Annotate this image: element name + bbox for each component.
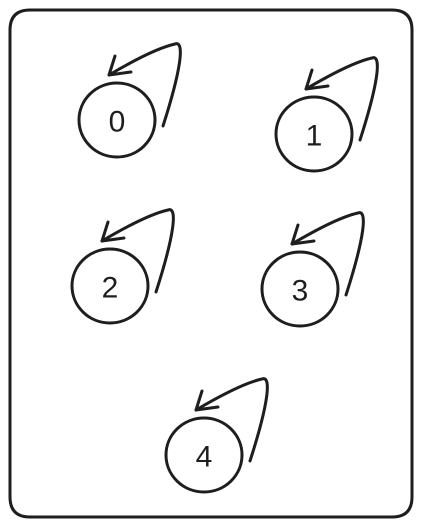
self-loop-arrow-2 bbox=[100, 208, 175, 294]
arrowhead-3 bbox=[290, 223, 316, 246]
state-label: 0 bbox=[109, 106, 126, 139]
state-label: 2 bbox=[102, 272, 119, 305]
state-circle bbox=[70, 247, 150, 325]
state-circle bbox=[164, 416, 244, 494]
state-circle bbox=[274, 95, 354, 173]
state-label: 3 bbox=[292, 275, 309, 308]
self-loop-arrow-4 bbox=[194, 377, 269, 463]
self-loop-arrow-1 bbox=[304, 56, 379, 142]
state-label: 4 bbox=[196, 441, 213, 474]
state-node-4: 4 bbox=[164, 416, 244, 494]
state-node-3: 3 bbox=[260, 250, 340, 328]
self-loop-arrow-3 bbox=[290, 211, 365, 297]
arrowhead-1 bbox=[304, 68, 330, 91]
state-node-1: 1 bbox=[274, 95, 354, 173]
state-node-0: 0 bbox=[77, 81, 157, 159]
self-loop-arrow-0 bbox=[107, 42, 182, 128]
state-circle bbox=[77, 81, 157, 159]
arrowhead-0 bbox=[107, 54, 133, 77]
state-circle bbox=[260, 250, 340, 328]
arrowhead-2 bbox=[100, 220, 126, 243]
diagram-frame bbox=[8, 8, 414, 519]
state-label: 1 bbox=[306, 120, 323, 153]
arrowhead-4 bbox=[194, 389, 220, 412]
state-node-2: 2 bbox=[70, 247, 150, 325]
